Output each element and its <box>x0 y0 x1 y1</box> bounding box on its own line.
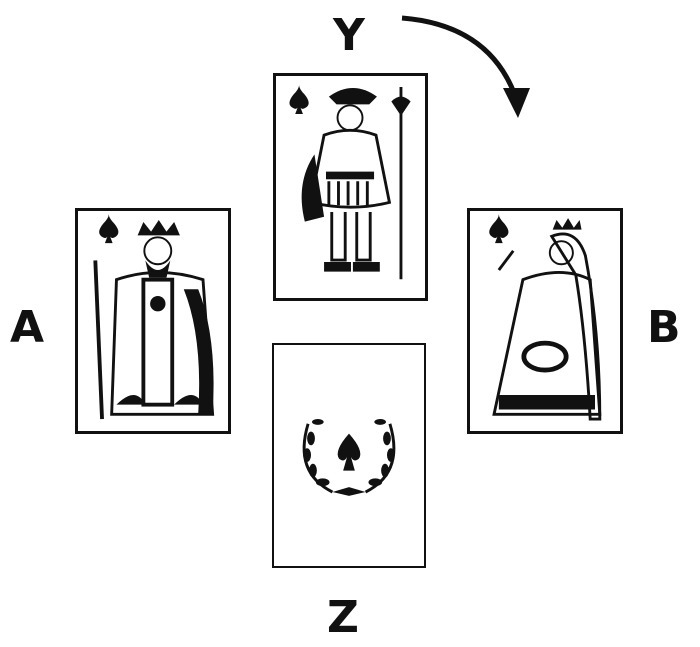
label-y: Y <box>333 10 365 61</box>
label-b: B <box>647 302 681 353</box>
card-king-of-spades <box>75 208 231 434</box>
label-z: Z <box>327 592 359 643</box>
jack-figure-icon <box>289 85 411 280</box>
ace-wreath-spade-icon <box>302 418 396 496</box>
queen-figure-icon <box>489 214 602 421</box>
king-figure-icon <box>93 214 215 420</box>
card-ace-of-spades <box>272 343 426 568</box>
card-jack-of-spades <box>273 73 428 301</box>
label-a: A <box>10 302 45 353</box>
card-queen-of-spades <box>467 208 623 434</box>
